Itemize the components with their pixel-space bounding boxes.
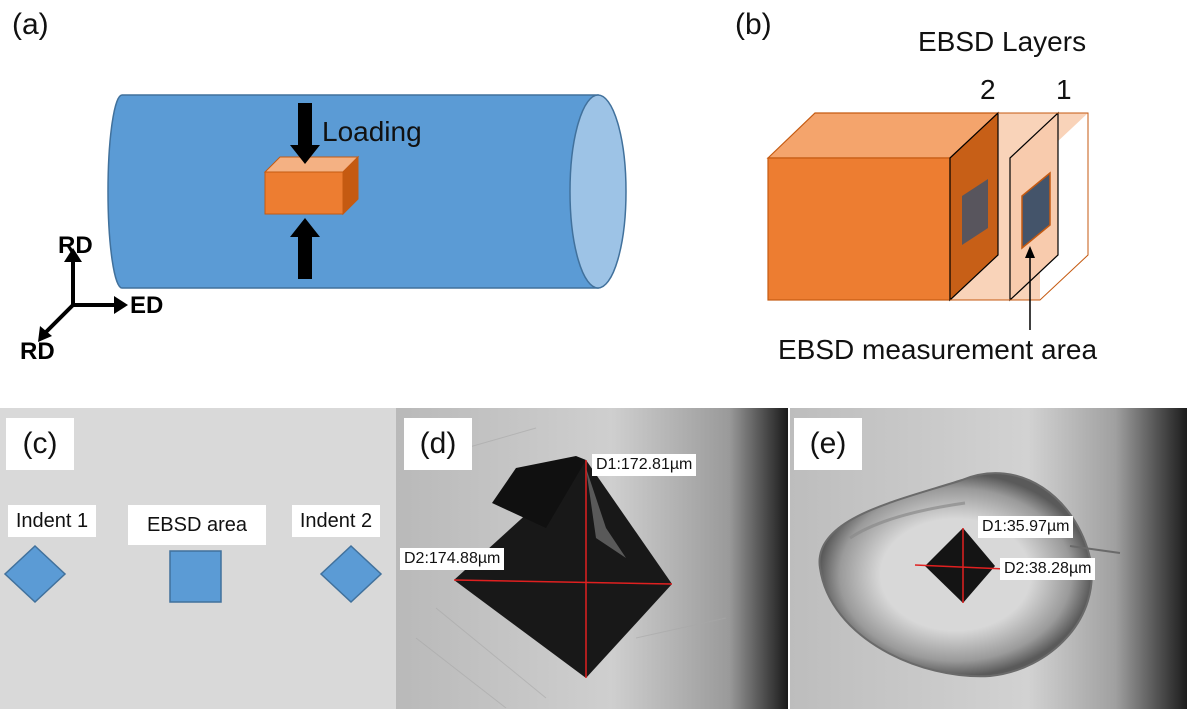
d1-measurement-e: D1:35.97µm [978,516,1074,538]
panel-e-label: (e) [794,418,862,470]
indent-1-label: Indent 1 [8,505,96,537]
block-side [950,113,998,300]
panel-c-shapes [3,544,383,604]
axis-ed-arrowhead [114,296,128,314]
d2-line-e [914,564,1006,570]
layer-1-plane [1009,111,1059,302]
panel-d-label: (d) [404,418,472,470]
ebsd-measurement-label: EBSD measurement area [778,334,1098,365]
loading-arrow-bottom [290,218,320,279]
layer-slab-outline [950,112,1089,301]
ebsd-layers-title: EBSD Layers [918,26,1087,57]
layer-2-plane [949,111,999,302]
axis-rd-top-label: RD [58,232,93,259]
sample-cube-front [264,171,344,215]
measurement-pointer-head [1025,246,1035,258]
indent-e-shape [925,528,995,603]
axis-rd-bottom-label: RD [20,338,55,365]
indent-2-shape [319,544,383,604]
indent-2-label: Indent 2 [292,505,380,537]
layer-2-label: 2 [980,74,996,105]
block-front [767,157,951,301]
cylinder-end [569,94,627,289]
panel-c: (c) Indent 1 EBSD area Indent 2 [0,408,396,709]
d2-measurement: D2:174.88µm [400,548,505,570]
layer-slab-top [950,113,1088,158]
ebsd-area-label: EBSD area [128,505,266,545]
d2-measurement-e: D2:38.28µm [1000,558,1096,580]
axis-ed-label: ED [130,292,164,319]
axis-rd-diagonal [44,303,75,334]
loading-label: Loading [322,116,422,147]
d1-measurement: D1:172.81µm [592,454,697,476]
layer-slab-front [950,158,1040,300]
indent-1-shape [3,544,67,604]
d2-line [453,579,673,585]
loading-arrow-top [290,103,320,164]
panel-b-label: (b) [735,8,772,41]
panel-a-diagram [38,94,627,342]
indent-d-highlight [586,468,626,558]
ebsd-area-shape [169,550,222,603]
axis-rd-diag-arrowhead [38,326,52,342]
panel-a-label: (a) [12,8,49,41]
layer-1-area [1021,171,1051,250]
indent-d-dark-flap [492,456,586,528]
block-top [766,112,1000,159]
panel-c-label: (c) [6,418,74,470]
panel-d: (d) D1:172.81µm D2:174.88µm [396,408,788,709]
sample-cube-top [263,156,360,173]
panel-e: (e) D1:35.97µm D2:38.28µm [790,408,1187,709]
layer-1-label: 1 [1056,74,1072,105]
indent-d-shape [454,460,672,678]
layer-2-area [962,179,988,245]
axis-rd-arrowhead [64,248,82,262]
